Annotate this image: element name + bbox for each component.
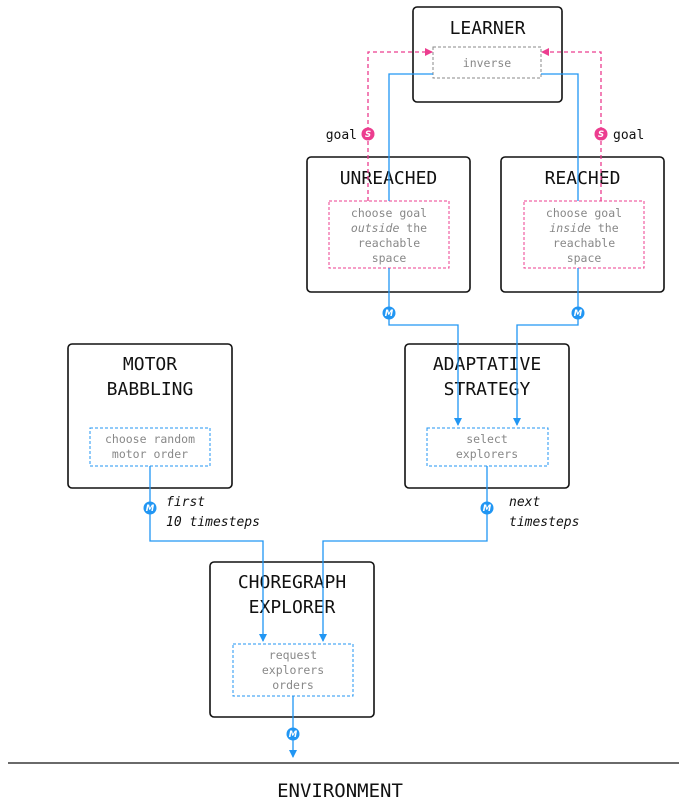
choregraph-explorer-title-line-1: CHOREGRAPH <box>238 572 346 593</box>
reached-goal-line-4: space <box>567 251 602 265</box>
reached-goal-module <box>523 200 645 269</box>
motor-connector-learner-to-reached <box>541 73 579 201</box>
motor-badge-babbling: M <box>143 501 157 515</box>
first-steps-label-line-2: 10 timesteps <box>166 515 260 530</box>
motor-babbling-title-line-2: BABBLING <box>107 379 194 400</box>
motor-babbling-box: MOTOR BABBLING choose random motor order <box>67 343 233 489</box>
adaptative-strategy-title-line-1: ADAPTATIVE <box>433 354 541 375</box>
motor-badge-choregraph: M <box>286 727 300 741</box>
unreached-goal-line-2: outside the <box>351 221 427 235</box>
next-steps-label-line-1: next <box>509 495 540 510</box>
reached-goal-line-1: choose goal <box>546 206 622 220</box>
motor-connector-learner-to-unreached <box>388 73 433 201</box>
reached-goal-line-3: reachable <box>553 236 615 250</box>
learner-title: LEARNER <box>450 18 526 39</box>
adaptative-strategy-title-line-2: STRATEGY <box>444 379 531 400</box>
sensory-badge-left: S <box>361 127 375 141</box>
motor-badge-reached: M <box>571 306 585 320</box>
svg-text:M: M <box>289 730 298 740</box>
adaptative-strategy-module <box>426 427 549 467</box>
motor-badge-unreached: M <box>382 306 396 320</box>
goal-connector-unreached-to-learner <box>367 48 433 201</box>
motor-babbling-inner-line-2: motor order <box>112 447 188 461</box>
reached-title: REACHED <box>545 168 621 189</box>
choregraph-explorer-box: CHOREGRAPH EXPLORER request explorers or… <box>209 561 375 718</box>
goal-label-left: goal <box>326 128 357 143</box>
learner-inverse-label: inverse <box>463 56 512 70</box>
next-steps-label-line-2: timesteps <box>509 515 579 530</box>
motor-badge-strategy: M <box>480 501 494 515</box>
svg-text:M: M <box>574 309 583 319</box>
unreached-goal-line-1: choose goal <box>351 206 427 220</box>
reached-box: REACHED choose goal inside the reachable… <box>500 156 665 293</box>
svg-text:M: M <box>483 504 492 514</box>
motor-babbling-title-line-1: MOTOR <box>123 354 177 375</box>
goal-label-right: goal <box>613 128 644 143</box>
adaptative-strategy-box: ADAPTATIVE STRATEGY select explorers <box>404 343 570 489</box>
svg-text:M: M <box>385 309 394 319</box>
motor-babbling-inner-line-1: choose random <box>105 432 195 446</box>
adaptative-strategy-inner-line-1: select <box>466 432 508 446</box>
unreached-goal-line-3: reachable <box>358 236 420 250</box>
choregraph-explorer-inner-line-2: explorers <box>262 663 324 677</box>
goal-connector-reached-to-learner <box>541 48 602 201</box>
unreached-goal-line-4: space <box>372 251 407 265</box>
reached-goal-line-2: inside the <box>549 221 618 235</box>
svg-text:S: S <box>365 130 371 140</box>
choregraph-explorer-inner-line-3: orders <box>272 678 314 692</box>
unreached-goal-module <box>328 200 450 269</box>
motor-connector-unreached-to-strategy <box>388 268 462 426</box>
adaptative-strategy-inner-line-2: explorers <box>456 447 518 461</box>
learner-inverse-module <box>432 46 542 79</box>
first-steps-label-line-1: first <box>166 495 205 510</box>
svg-text:M: M <box>146 504 155 514</box>
choregraph-explorer-title-line-2: EXPLORER <box>249 597 336 618</box>
motor-connector-reached-to-strategy <box>513 268 579 426</box>
environment-label: ENVIRONMENT <box>277 780 403 802</box>
sensory-badge-right: S <box>594 127 608 141</box>
learner-box: LEARNER inverse <box>412 6 563 103</box>
svg-text:S: S <box>598 130 604 140</box>
unreached-box: UNREACHED choose goal outside the reacha… <box>306 156 471 293</box>
choregraph-explorer-module <box>232 643 354 697</box>
choregraph-explorer-inner-line-1: request <box>269 648 317 662</box>
